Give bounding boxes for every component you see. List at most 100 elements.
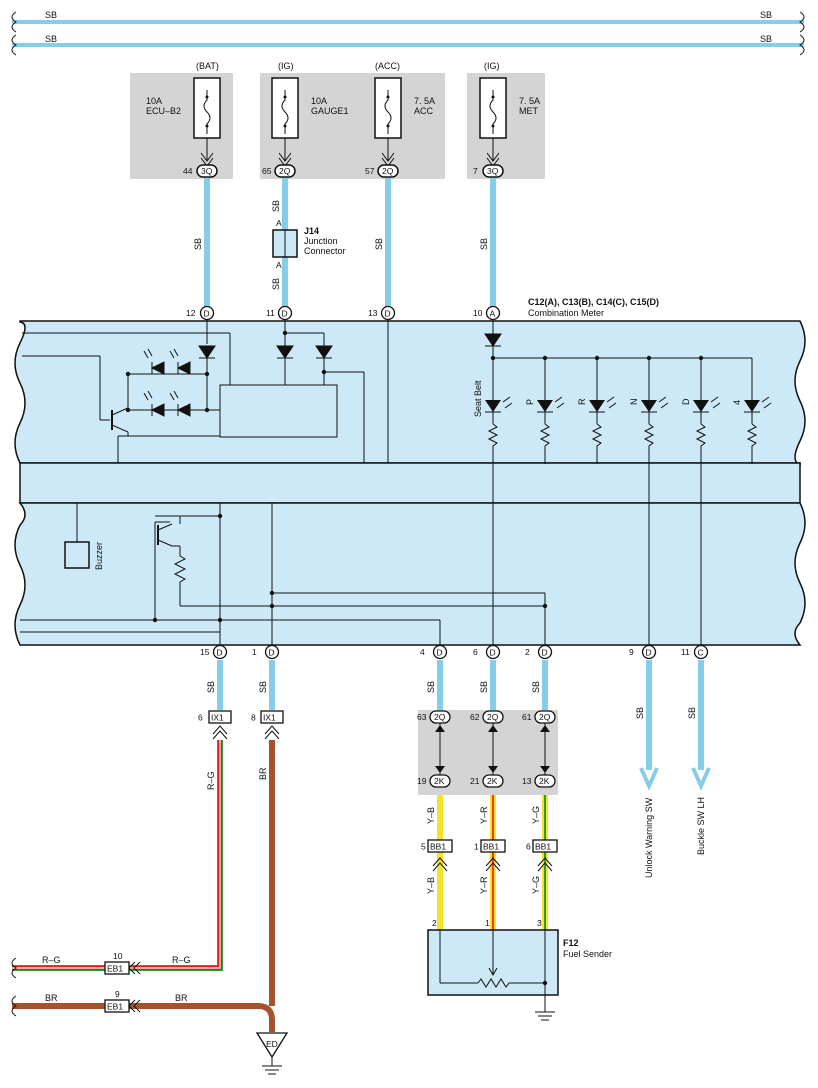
connector-label: D bbox=[269, 648, 275, 658]
pin-label: 65 bbox=[262, 166, 272, 176]
indicator-lamp-circuit bbox=[484, 320, 753, 400]
pin-label: 44 bbox=[183, 166, 193, 176]
wire-label: SB bbox=[271, 200, 281, 212]
sender-id: F12 bbox=[563, 938, 579, 948]
sb-wires-top bbox=[204, 178, 496, 307]
fuse-connectors: 3Q 44 2Q 65 2Q 57 3Q 7 bbox=[183, 164, 504, 178]
wire-label: SB bbox=[531, 681, 541, 693]
connector-label: BB1 bbox=[483, 842, 499, 852]
wire-label: SB bbox=[635, 707, 645, 719]
pin-label: 6 bbox=[526, 842, 531, 852]
connector-label: 3Q bbox=[201, 166, 213, 176]
pin-label: 1 bbox=[474, 842, 479, 852]
bb1-connector: BB1 6 bbox=[526, 839, 558, 872]
connector-label: EB1 bbox=[107, 964, 123, 974]
wire-label: SB bbox=[479, 238, 489, 250]
wire-label: Y–R bbox=[479, 806, 489, 824]
meter-bottom-pin: D1 bbox=[252, 644, 280, 660]
sb-bus-bars: SB SB SB SB bbox=[11, 10, 805, 56]
fuse-amp: 10A bbox=[311, 96, 327, 106]
pin-label: A bbox=[276, 218, 282, 228]
fuse-amp: 7. 5A bbox=[519, 96, 540, 106]
bus-label-right-2: SB bbox=[760, 34, 772, 44]
fuse-source: (IG) bbox=[278, 61, 294, 71]
junction-connector-j14: A A J14 Junction Connector bbox=[272, 218, 346, 270]
junction-name: Junction bbox=[304, 236, 338, 246]
connector-label: BB1 bbox=[430, 842, 446, 852]
wire-label: Y–G bbox=[531, 876, 541, 894]
meter-bottom-pin: D9 bbox=[629, 644, 657, 660]
wire-label: SB bbox=[271, 278, 281, 290]
pin-label: 2 bbox=[432, 918, 437, 928]
indicator-label: N bbox=[629, 399, 639, 406]
pin-label: 19 bbox=[417, 776, 427, 786]
connector-label: 2Q bbox=[279, 166, 291, 176]
pin-label: 6 bbox=[198, 713, 203, 723]
wire-label: R–G bbox=[172, 955, 191, 965]
connector-label: D bbox=[542, 648, 548, 658]
bus-label-left-2: SB bbox=[45, 34, 57, 44]
pin-label: 7 bbox=[473, 166, 478, 176]
connector-label: D bbox=[385, 309, 391, 319]
connector-label: 2K bbox=[434, 776, 445, 786]
connector-label: A bbox=[490, 309, 496, 319]
connector-label: 2K bbox=[539, 776, 550, 786]
fuse-name: GAUGE1 bbox=[311, 106, 349, 116]
pin-label: 13 bbox=[522, 776, 532, 786]
indicator-lamp: P bbox=[525, 396, 565, 464]
pin-label: 15 bbox=[200, 647, 210, 657]
fuse-name: ACC bbox=[414, 106, 434, 116]
wire-label: Y–B bbox=[426, 807, 436, 824]
pin-label: 1 bbox=[252, 647, 257, 657]
meter-bottom-pin: D4 bbox=[420, 644, 448, 660]
fuse-amp: 7. 5A bbox=[414, 96, 435, 106]
connector-label: C bbox=[698, 648, 704, 658]
meter-top-pins: D 12 D 11 D 13 A 10 bbox=[186, 305, 501, 321]
wire-label: BR bbox=[45, 993, 58, 1003]
pin-label: 57 bbox=[365, 166, 375, 176]
wire-label: SB bbox=[258, 681, 268, 693]
pin-label: 5 bbox=[421, 842, 426, 852]
connector-label: 3Q bbox=[487, 166, 499, 176]
wire-label: SB bbox=[687, 707, 697, 719]
meter-name: Combination Meter bbox=[528, 308, 604, 318]
pin-label: 8 bbox=[251, 713, 256, 723]
pin-label: 11 bbox=[266, 308, 275, 318]
indicator-lamp: Seat Belt bbox=[473, 380, 513, 464]
connector-label: BB1 bbox=[535, 842, 551, 852]
eb1-connectors: EB1 10 EB1 9 bbox=[104, 951, 141, 1013]
pin-label: 62 bbox=[470, 712, 480, 722]
connector-label: IX1 bbox=[211, 713, 224, 723]
pin-label: 4 bbox=[420, 647, 425, 657]
sb-wires-bottom bbox=[217, 660, 711, 791]
junction-id: J14 bbox=[304, 226, 319, 236]
meter-lower-circuit bbox=[20, 463, 702, 650]
wire-label: SB bbox=[206, 681, 216, 693]
ground-ed: ED bbox=[255, 1032, 289, 1075]
junction-name: Connector bbox=[304, 246, 346, 256]
indicator-lamp: D bbox=[681, 396, 721, 464]
indicator-lamp: R bbox=[577, 396, 617, 464]
pin-label: 1 bbox=[485, 918, 490, 928]
connector-label: D bbox=[217, 648, 223, 658]
fuse-source: (ACC) bbox=[375, 61, 400, 71]
wire-label: Y–R bbox=[479, 876, 489, 894]
meter-id: C12(A), C13(B), C14(C), C15(D) bbox=[528, 297, 659, 307]
connector-label: IX1 bbox=[263, 713, 276, 723]
pin-label: 13 bbox=[368, 308, 378, 318]
fuel-sender: 2 1 3 F12 Fuel Sender bbox=[427, 918, 612, 1021]
wire-label: R–G bbox=[42, 955, 61, 965]
connector-label: 2K bbox=[487, 776, 498, 786]
wire-label: Y–B bbox=[426, 877, 436, 894]
output-unlock-warning-sw: Unlock Warning SW bbox=[644, 797, 654, 878]
wire-label: SB bbox=[193, 238, 203, 250]
fuse-gauge1: (IG) 10A GAUGE1 bbox=[271, 61, 349, 167]
fuse-source: (BAT) bbox=[196, 61, 219, 71]
pin-label: 10 bbox=[473, 308, 483, 318]
wire-label: BR bbox=[258, 767, 268, 780]
